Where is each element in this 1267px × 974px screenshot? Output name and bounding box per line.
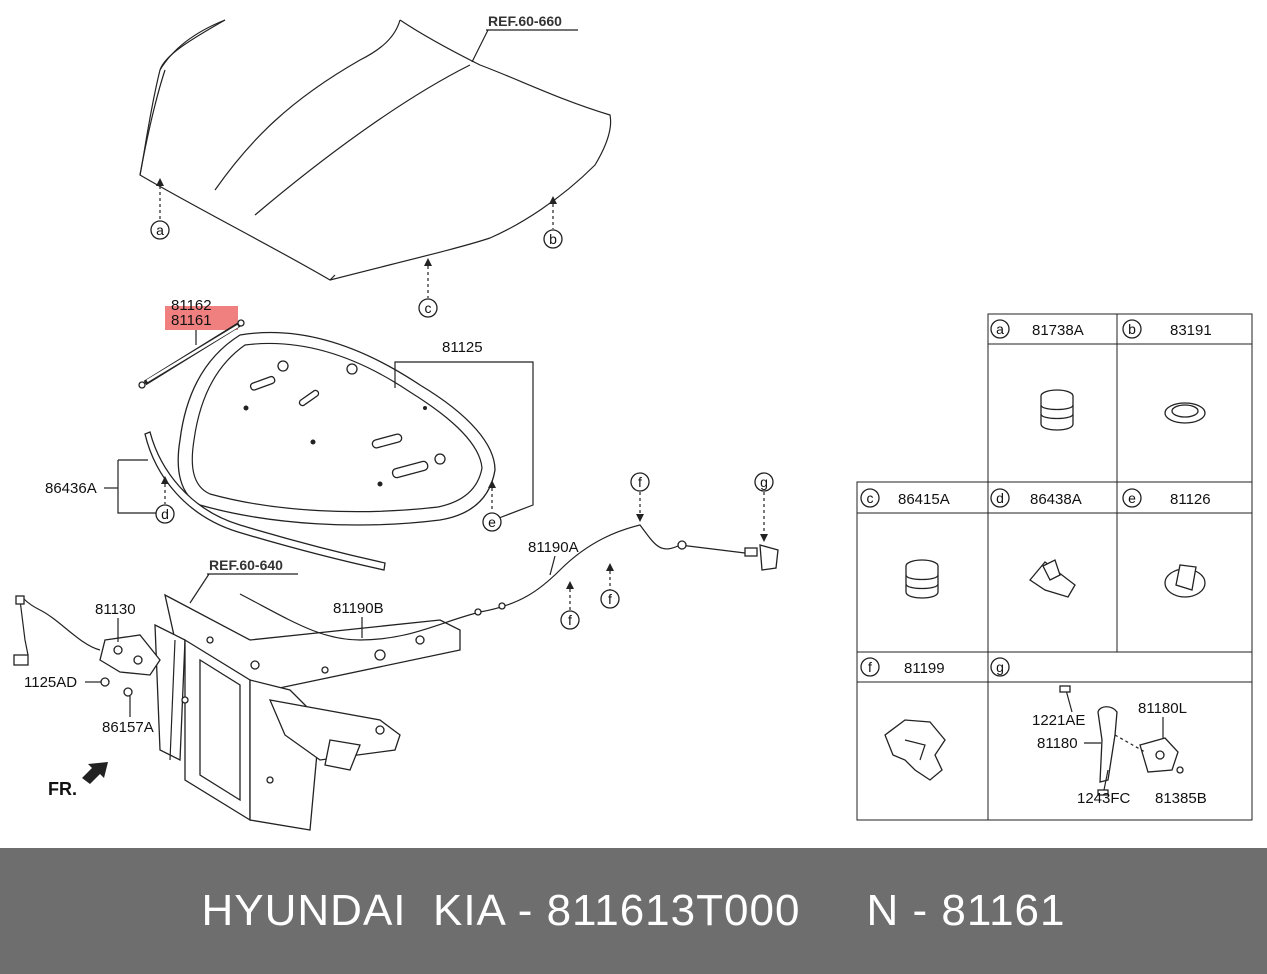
arrow-f3 bbox=[566, 581, 574, 589]
label-81180L: 81180L bbox=[1138, 700, 1187, 717]
part-number-banner: HYUNDAI KIA - 811613T000 N - 81161 bbox=[0, 848, 1267, 974]
arrow-c bbox=[424, 258, 432, 266]
part-83191-drawing bbox=[1164, 402, 1206, 424]
fr-arrow-icon bbox=[82, 762, 108, 784]
release-cable bbox=[239, 524, 779, 641]
table-a-circle bbox=[990, 319, 1010, 339]
leader-86436A bbox=[117, 460, 158, 514]
table-f-circle bbox=[860, 657, 880, 677]
table-d-letter: d bbox=[996, 490, 1004, 506]
ref-hood: REF.60-660 bbox=[488, 13, 562, 29]
part-86438A-drawing bbox=[1029, 559, 1076, 598]
circle-f3 bbox=[560, 610, 580, 630]
circle-g bbox=[754, 472, 774, 492]
circle-c bbox=[418, 298, 438, 318]
circle-a bbox=[150, 220, 170, 240]
arrow-d bbox=[161, 476, 169, 484]
circle-f1 bbox=[630, 472, 650, 492]
leader-81190A bbox=[549, 555, 556, 576]
table-f-part: 81199 bbox=[904, 660, 945, 677]
label-86157A: 86157A bbox=[102, 719, 154, 736]
arrow-b bbox=[549, 196, 557, 204]
arrow-g bbox=[760, 534, 768, 542]
circle-c-letter: c bbox=[425, 300, 432, 316]
parts-table bbox=[856, 313, 1253, 821]
label-81162: 81162 bbox=[171, 297, 212, 314]
part-81199-drawing bbox=[884, 719, 946, 781]
part-81126-drawing bbox=[1164, 564, 1206, 598]
circle-d-letter: d bbox=[161, 506, 169, 522]
ref-carrier-leader bbox=[189, 573, 210, 604]
part-81738A-drawing bbox=[1040, 389, 1074, 431]
circle-d bbox=[155, 504, 175, 524]
label-1221AE: 1221AE bbox=[1032, 712, 1085, 729]
label-81180: 81180 bbox=[1037, 735, 1078, 752]
hood-insulator bbox=[177, 331, 496, 526]
table-e-letter: e bbox=[1128, 490, 1136, 506]
leader-81125 bbox=[394, 361, 534, 519]
table-f-letter: f bbox=[868, 659, 872, 675]
table-g-circle bbox=[990, 657, 1010, 677]
table-b-part: 83191 bbox=[1170, 322, 1212, 339]
label-81125: 81125 bbox=[442, 339, 483, 356]
arrow-a bbox=[156, 178, 164, 186]
highlight-81161 bbox=[165, 306, 238, 330]
label-81130: 81130 bbox=[95, 601, 136, 618]
label-1125AD: 1125AD bbox=[24, 674, 77, 691]
table-e-part: 81126 bbox=[1170, 491, 1211, 508]
circle-b bbox=[543, 229, 563, 249]
table-d-part: 86438A bbox=[1030, 491, 1082, 508]
label-81385B: 81385B bbox=[1155, 790, 1207, 807]
weatherstrip bbox=[144, 431, 386, 571]
gas-strut bbox=[138, 319, 245, 389]
table-c-circle bbox=[860, 488, 880, 508]
radiator-support bbox=[154, 593, 461, 831]
table-d-circle bbox=[990, 488, 1010, 508]
circle-f2-letter: f bbox=[608, 591, 612, 607]
arrow-f2 bbox=[606, 563, 614, 571]
table-b-circle bbox=[1122, 319, 1142, 339]
circle-f2 bbox=[600, 589, 620, 609]
circle-b-letter: b bbox=[549, 231, 557, 247]
circle-e-letter: e bbox=[488, 514, 496, 530]
table-a-part: 81738A bbox=[1032, 322, 1084, 339]
circle-g-letter: g bbox=[760, 474, 768, 490]
arrow-f1 bbox=[636, 514, 644, 522]
ref-hood-leader bbox=[471, 29, 489, 63]
circle-e bbox=[482, 512, 502, 532]
label-81190A: 81190A bbox=[528, 539, 579, 556]
label-81161: 81161 bbox=[171, 312, 212, 329]
part-number-text: HYUNDAI KIA - 811613T000 N - 81161 bbox=[201, 886, 1066, 935]
table-c-part: 86415A bbox=[898, 491, 950, 508]
label-81190B: 81190B bbox=[333, 600, 384, 617]
part-handle-assembly-drawing bbox=[1059, 685, 1184, 796]
table-a-letter: a bbox=[996, 321, 1004, 337]
parts-diagram: REF.60-660 a b c 81162 81161 81125 bbox=[13, 13, 1253, 831]
hood-latch bbox=[13, 595, 161, 697]
table-c-letter: c bbox=[867, 490, 874, 506]
circle-a-letter: a bbox=[156, 222, 164, 238]
hood-panel bbox=[139, 19, 612, 281]
ref-carrier: REF.60-640 bbox=[209, 557, 283, 573]
table-g-letter: g bbox=[996, 659, 1004, 675]
table-e-circle bbox=[1122, 488, 1142, 508]
arrow-e bbox=[488, 480, 496, 488]
table-b-letter: b bbox=[1128, 321, 1136, 337]
circle-f3-letter: f bbox=[568, 612, 572, 628]
direction-label: FR. bbox=[48, 779, 77, 799]
label-1243FC: 1243FC bbox=[1077, 790, 1131, 807]
label-86436A: 86436A bbox=[45, 480, 97, 497]
circle-f1-letter: f bbox=[638, 474, 642, 490]
part-86415A-drawing bbox=[905, 559, 939, 599]
